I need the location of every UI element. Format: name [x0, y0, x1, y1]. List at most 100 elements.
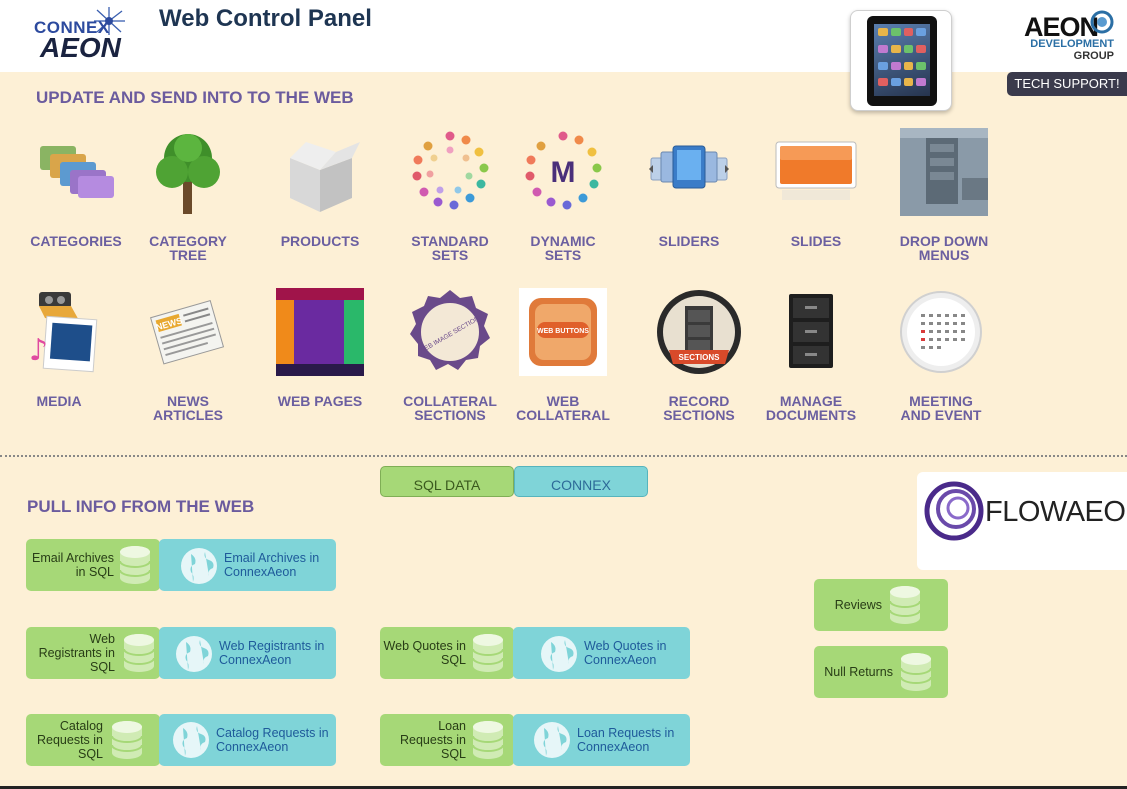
catalog-requests-connex-label: Catalog Requests in ConnexAeon [216, 726, 329, 754]
slides-tile[interactable]: SLIDES [761, 128, 871, 263]
cabinet-seal-icon: SECTIONS [657, 290, 741, 374]
tech-support-button[interactable]: TECH SUPPORT! [1007, 72, 1127, 96]
loan-requests-sql-button[interactable]: Loan Requests in SQL [380, 714, 514, 766]
catalog-requests-connex-button[interactable]: Catalog Requests in ConnexAeon [159, 714, 336, 766]
header: CONNEX AEON Web Control Panel AEON DEVEL… [0, 0, 1127, 72]
web-registrants-sql-label: Web Registrants in SQL [38, 632, 115, 674]
database-icon [889, 586, 921, 624]
globe-icon [541, 636, 577, 672]
web-buttons-text: WEB BUTTONS [537, 328, 589, 335]
slides-label: SLIDES [790, 233, 842, 249]
slide-icon [775, 141, 857, 200]
web-registrants-connex-button[interactable]: Web Registrants in ConnexAeon [159, 627, 336, 679]
logo-connex-text: CONNEX [34, 18, 110, 37]
null-returns-button[interactable]: Null Returns [814, 646, 948, 698]
sections-ribbon-text: SECTIONS [679, 353, 721, 362]
web-quotes-connex-button[interactable]: Web Quotes in ConnexAeon [513, 627, 690, 679]
globe-icon [176, 636, 212, 672]
web-pages-tile[interactable]: WEB PAGES [265, 288, 375, 423]
aeon-logo-text: AEON [1024, 12, 1099, 42]
sliders-tile[interactable]: SLIDERS [634, 128, 744, 263]
loan-requests-sql-label: Loan Requests in SQL [399, 719, 466, 761]
tab-connex[interactable]: CONNEX [514, 466, 648, 497]
sliders-label: SLIDERS [658, 233, 720, 249]
tree-icon [156, 134, 220, 214]
products-tile[interactable]: PRODUCTS [265, 128, 375, 263]
pull-section-title: PULL INFO FROM THE WEB [27, 497, 255, 516]
web-quotes-connex-label: Web Quotes in ConnexAeon [584, 639, 667, 667]
database-icon [472, 634, 504, 672]
tab-sql-data[interactable]: SQL DATA [380, 466, 514, 497]
globe-icon [534, 722, 570, 758]
aeon-development-logo[interactable]: AEON DEVELOPMENT GROUP [1020, 8, 1120, 68]
web-buttons-icon: WEB BUTTONS [519, 288, 607, 376]
slider-carousel-icon [649, 145, 729, 189]
update-section-title: UPDATE AND SEND INTO TO THE WEB [36, 88, 354, 107]
dot-ring-icon [412, 131, 489, 210]
ipad-preview-button[interactable] [850, 10, 952, 111]
connexaeon-logo[interactable]: CONNEX AEON [30, 6, 130, 63]
database-icon [111, 721, 143, 759]
globe-logo-icon [1090, 10, 1114, 34]
database-icon [900, 653, 932, 691]
database-icon [123, 634, 155, 672]
catalog-requests-sql-button[interactable]: Catalog Requests in SQL [26, 714, 160, 766]
null-returns-label: Null Returns [824, 665, 893, 679]
seal-badge-icon: WEB IMAGE SECTIONS [410, 290, 490, 370]
web-quotes-sql-button[interactable]: Web Quotes in SQL [380, 627, 514, 679]
web-page-icon [276, 288, 364, 376]
web-registrants-connex-label: Web Registrants in ConnexAeon [219, 639, 325, 667]
media-label: MEDIA [36, 393, 82, 409]
media-tile[interactable]: ♪ MEDIA [4, 288, 114, 423]
email-archives-connex-label: Email Archives in ConnexAeon [224, 551, 320, 579]
dynamic-m-letter: M [551, 156, 576, 189]
loan-requests-connex-label: Loan Requests in ConnexAeon [577, 726, 675, 754]
dot-ring-m-icon: M [525, 131, 602, 210]
page-title: Web Control Panel [159, 5, 372, 32]
globe-icon [173, 722, 209, 758]
categories-label: CATEGORIES [30, 233, 122, 249]
reviews-label: Reviews [834, 598, 882, 612]
email-archives-connex-button[interactable]: Email Archives in ConnexAeon [159, 539, 336, 591]
section-divider [0, 455, 1127, 457]
products-label: PRODUCTS [280, 233, 360, 249]
email-archives-sql-button[interactable]: Email Archives in SQL [26, 539, 160, 591]
box-icon [290, 142, 360, 212]
loan-requests-connex-button[interactable]: Loan Requests in ConnexAeon [513, 714, 690, 766]
flowaeon-logo[interactable]: FLOWAEON [917, 472, 1127, 570]
bottom-border [0, 786, 1127, 789]
newspaper-icon: NEWS [150, 300, 225, 365]
development-text: DEVELOPMENT [1030, 38, 1114, 50]
file-cabinet-icon [789, 294, 833, 368]
svg-text:♪: ♪ [29, 333, 48, 368]
web-registrants-sql-button[interactable]: Web Registrants in SQL [26, 627, 160, 679]
reviews-button[interactable]: Reviews [814, 579, 948, 631]
categories-tile[interactable]: CATEGORIES [21, 128, 131, 263]
web-pages-label: WEB PAGES [277, 393, 363, 409]
ipad-icon [867, 16, 937, 106]
media-icon: ♪ [29, 292, 98, 373]
folders-icon [40, 146, 114, 198]
database-icon [472, 721, 504, 759]
dropdown-menu-icon [900, 128, 988, 216]
starburst-icon [94, 7, 125, 35]
calendar-icon [900, 291, 982, 373]
